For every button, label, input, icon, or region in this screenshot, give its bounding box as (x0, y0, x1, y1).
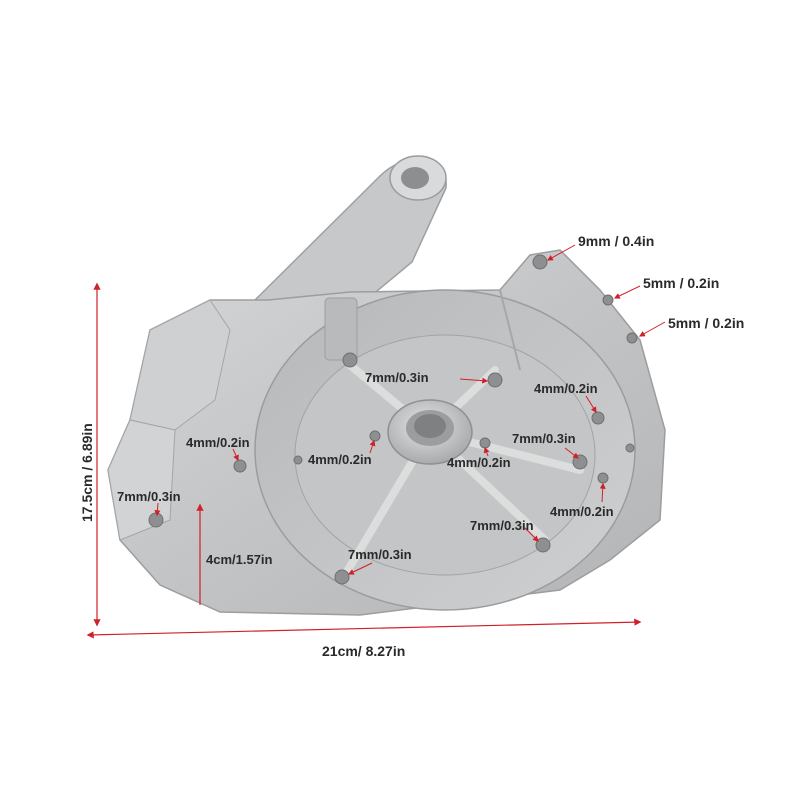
hole-label-4mm-right-top: 4mm/0.2in (534, 381, 598, 396)
hole-label-5mm-upper: 5mm / 0.2in (643, 275, 720, 291)
depth-dimension-label: 4cm/1.57in (206, 552, 273, 567)
hole-label-7mm-bottom-right: 7mm/0.3in (470, 518, 534, 533)
hole-label-4mm-left: 4mm/0.2in (186, 435, 250, 450)
hole-label-5mm-lower: 5mm / 0.2in (668, 315, 745, 331)
hole-label-4mm-right-bottom: 4mm/0.2in (550, 504, 614, 519)
width-dimension-label: 21cm/ 8.27in (322, 643, 406, 659)
hole-label-7mm-right: 7mm/0.3in (512, 431, 576, 446)
hole-label-4mm-center-right: 4mm/0.2in (447, 455, 511, 470)
height-dimension-label: 17.5cm / 6.89in (79, 423, 95, 522)
annotation-arrows (154, 244, 666, 575)
hole-label-7mm-left: 7mm/0.3in (117, 489, 181, 504)
hole-label-7mm-bottom: 7mm/0.3in (348, 547, 412, 562)
outlet-tube (253, 155, 447, 331)
hole-label-9mm: 9mm / 0.4in (578, 233, 655, 249)
mounting-holes (148, 254, 638, 585)
hole-label-7mm-top: 7mm/0.3in (365, 370, 429, 385)
dimension-lines (86, 282, 642, 639)
hole-label-4mm-center-left: 4mm/0.2in (308, 452, 372, 467)
